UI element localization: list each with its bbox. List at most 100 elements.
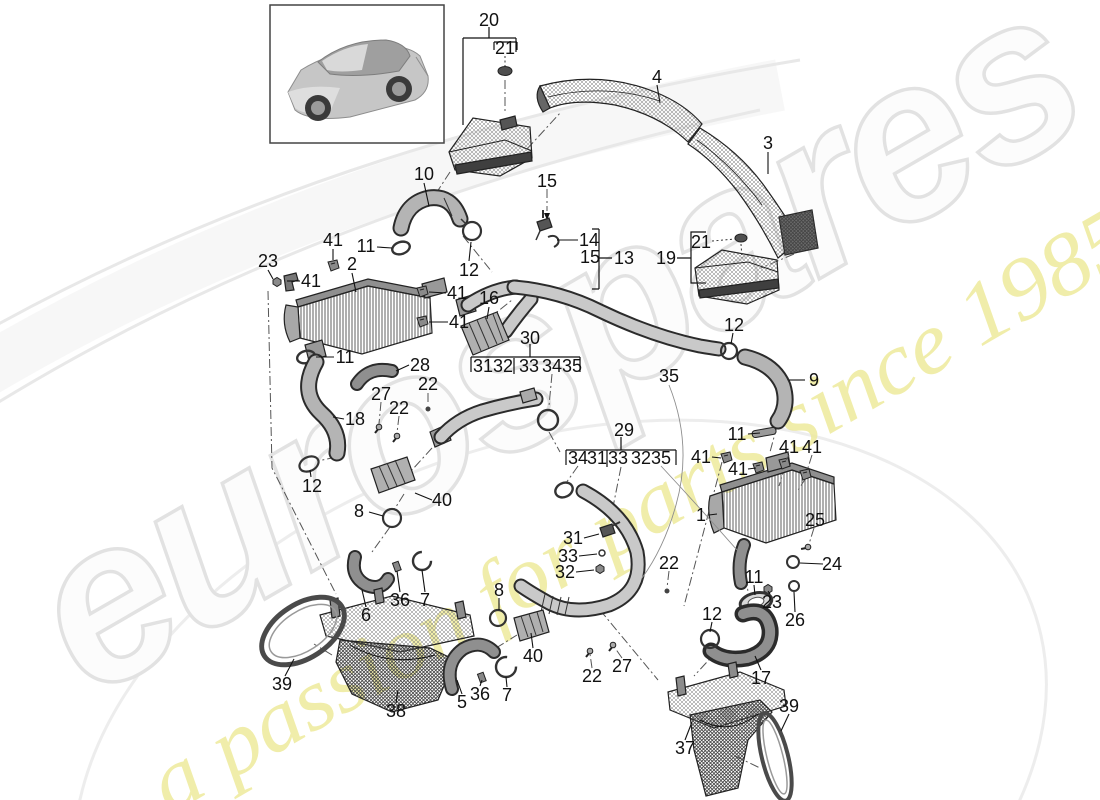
part-callout-9: 9 <box>809 370 819 390</box>
washer-26 <box>788 580 800 592</box>
part-callout-41: 41 <box>691 447 711 467</box>
clamp-12b <box>719 341 739 361</box>
part-callout-11: 11 <box>336 347 355 367</box>
part-callout-7: 7 <box>502 685 512 705</box>
nut-32 <box>595 564 605 574</box>
hose-10 <box>392 189 469 237</box>
bracket-11b <box>751 426 777 439</box>
sensor-15 <box>535 210 560 248</box>
seal-39a <box>259 594 347 668</box>
hose-28 <box>350 362 399 391</box>
part-callout-12: 12 <box>459 260 479 280</box>
pipe-29 <box>513 481 646 618</box>
part-callout-6: 6 <box>361 605 371 625</box>
callout-brackets <box>462 27 736 467</box>
hose-17 <box>702 603 779 668</box>
part-callout-36: 36 <box>470 684 490 704</box>
hose-6 <box>346 550 395 594</box>
clamp-12a <box>461 220 483 242</box>
part-callout-28: 28 <box>410 355 430 375</box>
part-callout-39: 39 <box>272 674 292 694</box>
part-callout-17: 17 <box>751 668 771 688</box>
part-callout-35: 35 <box>651 448 671 468</box>
part-callout-41: 41 <box>301 271 321 291</box>
part-callout-31: 31 <box>563 528 583 548</box>
screw-25 <box>800 541 813 555</box>
part-callout-32: 32 <box>493 356 513 376</box>
screw-22c <box>585 647 594 658</box>
sleeve-40b <box>513 609 550 642</box>
part-callout-18: 18 <box>345 409 365 429</box>
snap-ring-7b <box>494 655 518 679</box>
part-callout-16: 16 <box>479 288 499 308</box>
hose-5 <box>442 637 501 696</box>
watermark-swoosh-top <box>0 58 801 325</box>
part-callout-1: 1 <box>696 505 706 525</box>
part-callout-8: 8 <box>494 580 504 600</box>
watermark-ellipse <box>72 418 1048 800</box>
o-ring-34a <box>536 408 560 432</box>
part-callout-15: 15 <box>580 247 600 267</box>
clamp-11a <box>391 240 411 256</box>
part-callout-41: 41 <box>779 437 799 457</box>
part-callout-40: 40 <box>432 490 452 510</box>
screw-22d <box>664 588 670 594</box>
air-guide-38 <box>319 587 475 713</box>
part-callout-4: 4 <box>652 67 662 87</box>
seal-8a <box>381 507 403 529</box>
part-callout-27: 27 <box>371 384 391 404</box>
part-callout-3: 3 <box>763 133 773 153</box>
part-callout-31: 31 <box>587 448 607 468</box>
part-callout-8: 8 <box>354 501 364 521</box>
part-callout-41: 41 <box>802 437 822 457</box>
part-callout-23: 23 <box>258 251 278 271</box>
clip-33 <box>598 549 606 557</box>
clamp-36b <box>476 671 487 684</box>
part-callout-7: 7 <box>420 590 430 610</box>
part-callout-29: 29 <box>614 420 634 440</box>
part-callout-5: 5 <box>457 692 467 712</box>
part-callout-12: 12 <box>702 604 722 624</box>
part-callout-35: 35 <box>659 366 679 386</box>
seal-39b <box>756 711 794 800</box>
o-ring-34b <box>554 481 574 499</box>
part-callout-36: 36 <box>390 590 410 610</box>
screw-22a <box>425 406 431 412</box>
air-cleaner-housing-right <box>694 233 780 305</box>
part-callout-25: 25 <box>805 510 825 530</box>
part-callout-11: 11 <box>357 236 376 256</box>
part-callout-23: 23 <box>762 592 782 612</box>
seal-8b <box>488 608 508 628</box>
grommet-21b <box>734 233 748 243</box>
part-callout-31: 31 <box>473 356 493 376</box>
part-callout-30: 30 <box>520 328 540 348</box>
part-callout-33: 33 <box>519 356 539 376</box>
part-callout-2: 2 <box>347 254 357 274</box>
part-callout-14: 14 <box>579 230 599 250</box>
hose-9 <box>736 348 794 430</box>
part-callout-11: 11 <box>728 424 747 444</box>
part-callout-11: 11 <box>745 567 764 587</box>
air-guide-37 <box>667 661 787 797</box>
washer-24 <box>786 555 800 569</box>
clamp-12d <box>298 455 320 473</box>
part-callout-15: 15 <box>537 171 557 191</box>
sensor-31 <box>599 523 616 538</box>
sleeve-40a <box>370 456 416 494</box>
part-callout-13: 13 <box>614 248 634 268</box>
part-callout-39: 39 <box>779 696 799 716</box>
intercooler-right <box>708 451 837 590</box>
part-callout-24: 24 <box>822 554 842 574</box>
air-duct-3 <box>687 127 819 259</box>
part-callout-21: 21 <box>691 232 711 252</box>
clip-41a <box>327 259 340 272</box>
grommet-21 <box>497 66 513 76</box>
part-callout-33: 33 <box>608 448 628 468</box>
part-callout-32: 32 <box>631 448 651 468</box>
part-callout-32: 32 <box>555 562 575 582</box>
part-callout-41: 41 <box>728 459 748 479</box>
part-callout-38: 38 <box>386 701 406 721</box>
